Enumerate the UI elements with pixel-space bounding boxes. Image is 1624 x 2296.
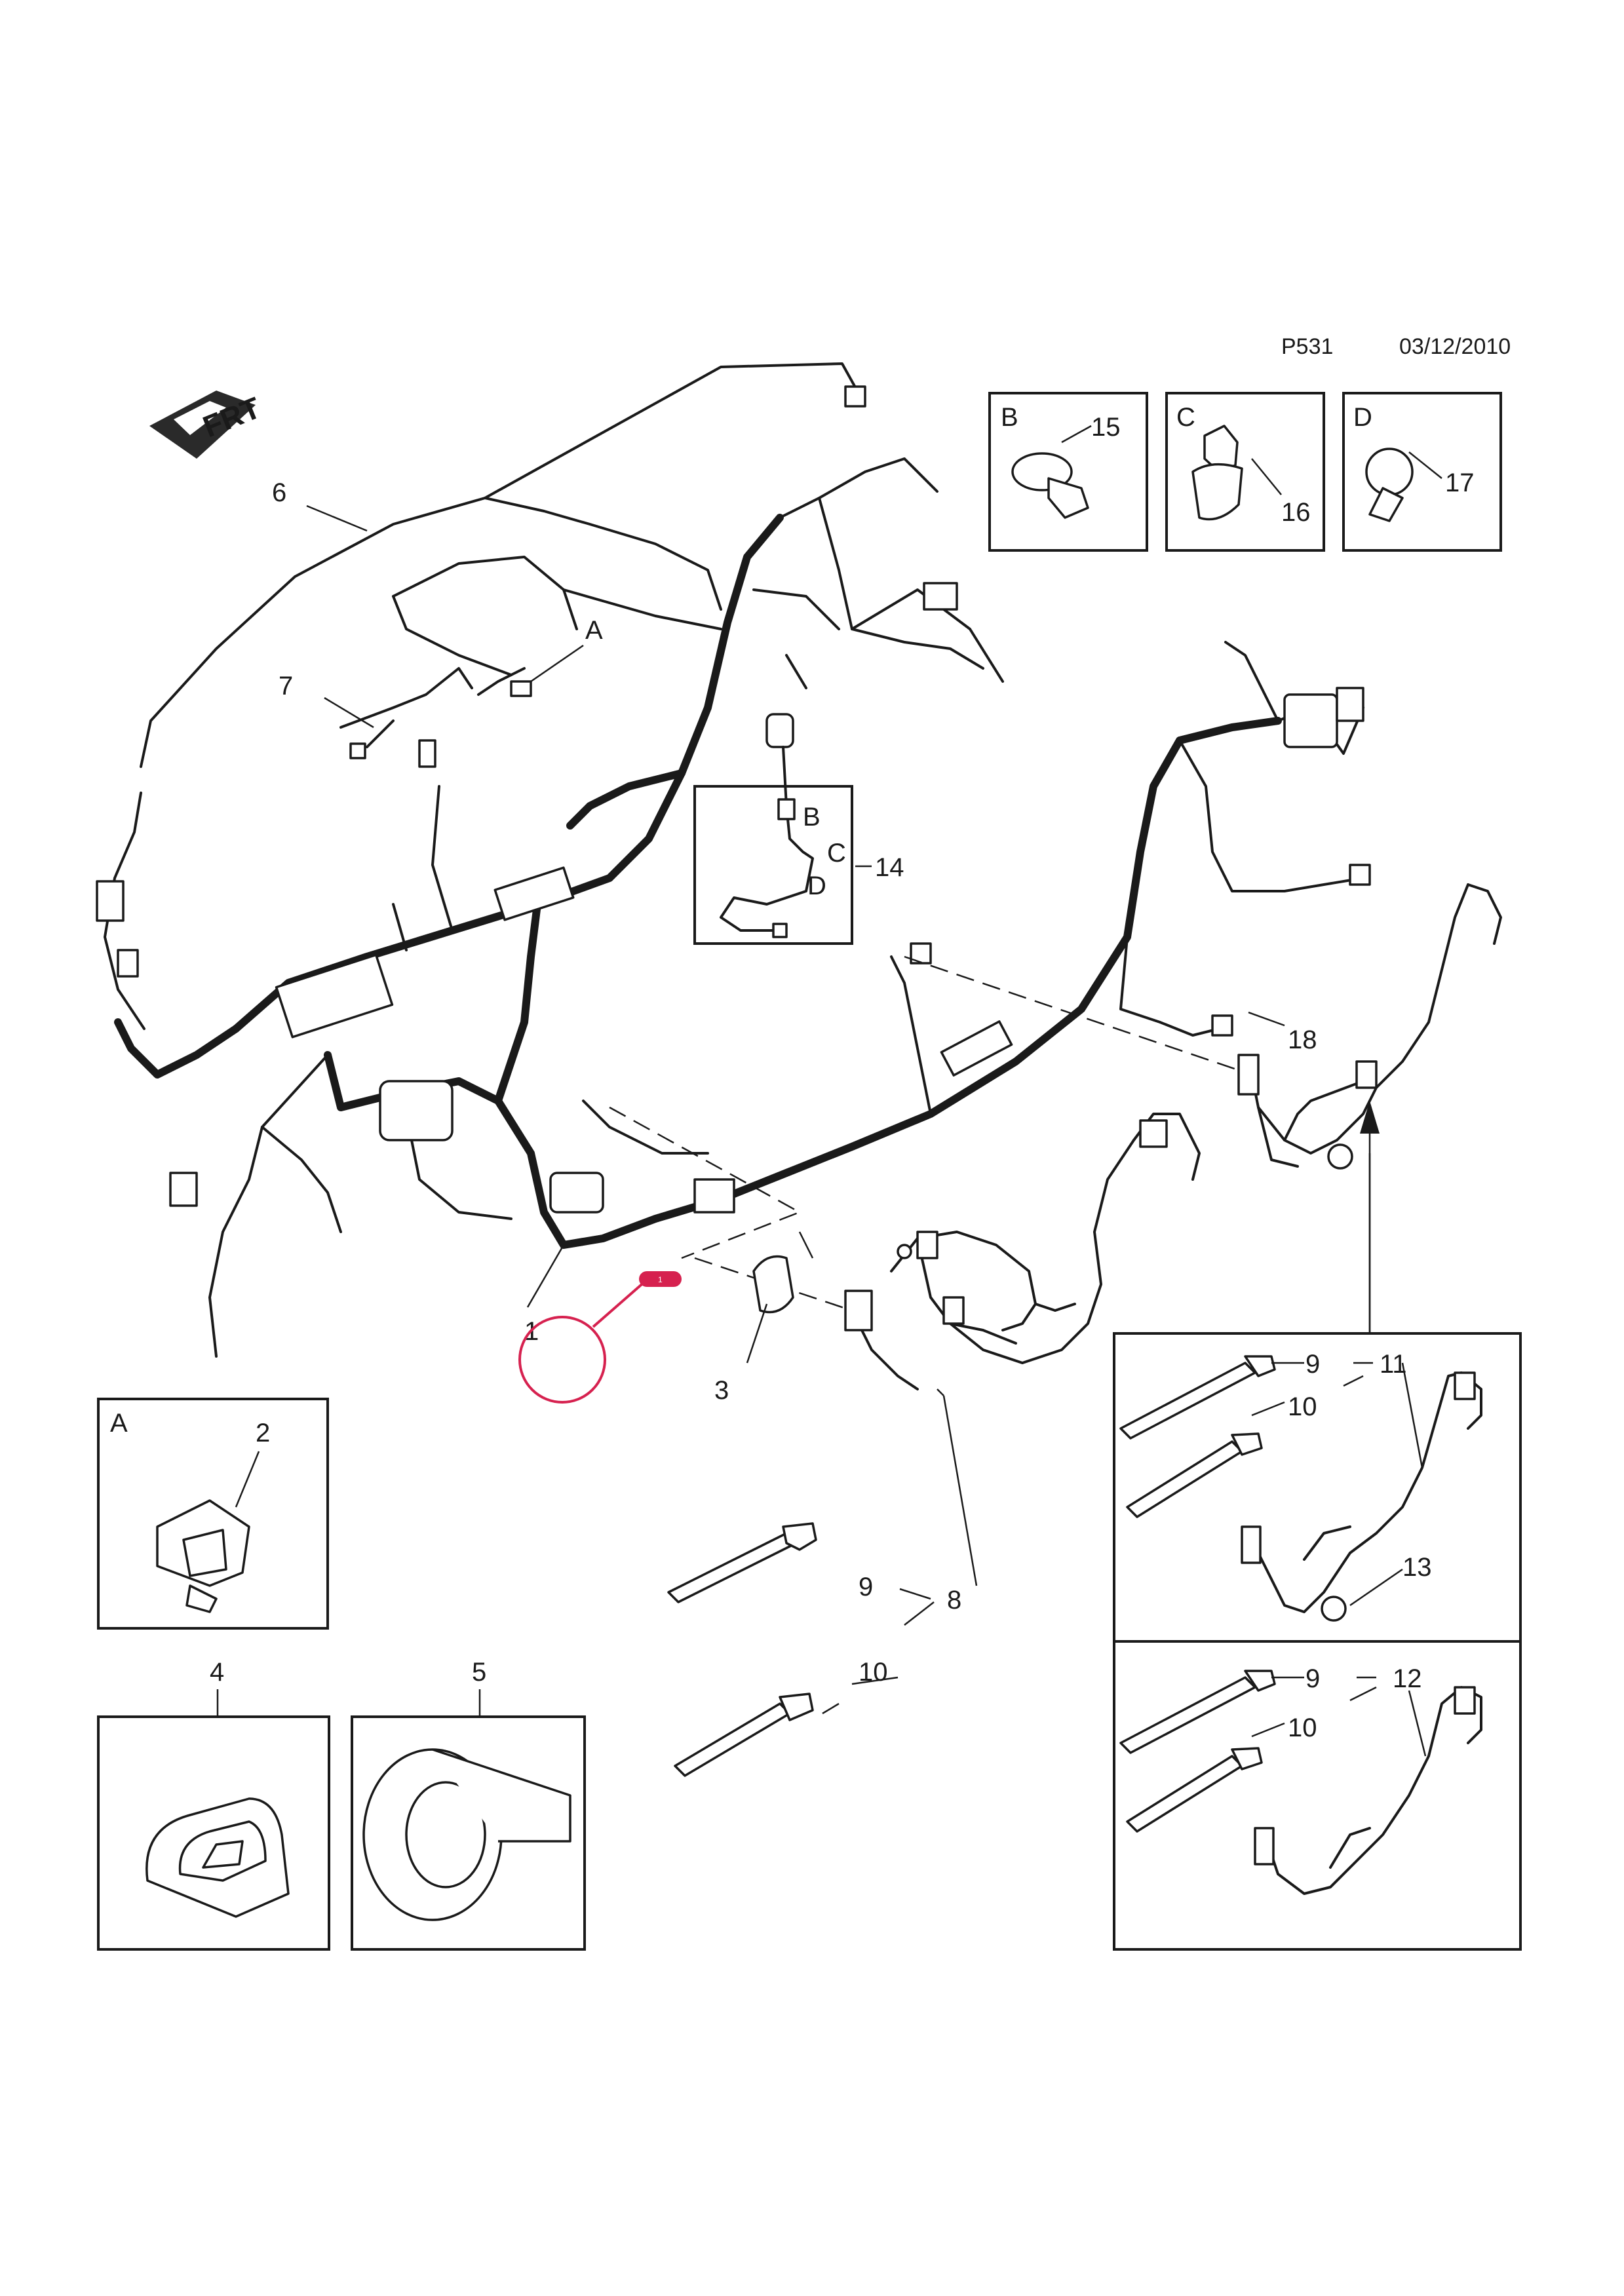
- detail-box-A: A 2: [97, 1398, 329, 1630]
- detail-box-A-part: 2: [256, 1419, 270, 1447]
- detail-box-C: C 16: [1165, 392, 1325, 552]
- inset-11: 9 10 11 13: [1113, 1101, 1522, 1643]
- callout-7: 7: [279, 672, 293, 700]
- tape-box-5-number: 5: [472, 1658, 486, 1687]
- inset-12: 9 10 12: [1113, 1640, 1522, 1951]
- inset-11-tie-10: 10: [1288, 1392, 1317, 1421]
- tape-box-4-number: 4: [210, 1658, 224, 1687]
- detail-box-A-letter: A: [110, 1409, 128, 1438]
- callout-3: 3: [714, 1376, 729, 1405]
- detail-box-C-letter: C: [1176, 403, 1195, 432]
- tape-roll-flat-icon: [145, 1797, 290, 1918]
- callout-9-loose: 9: [859, 1573, 873, 1601]
- roof-harness: [96, 362, 866, 1030]
- detail-box-C-part: 16: [1281, 498, 1311, 527]
- clip-17-icon: [1365, 448, 1414, 522]
- inset-14: B C D: [693, 746, 853, 945]
- diagram-code: P531: [1281, 334, 1333, 359]
- instrument-panel-harness: [114, 457, 1371, 1358]
- detail-box-D-part: 17: [1445, 469, 1475, 497]
- detail-box-B: B 15: [988, 392, 1148, 552]
- callout-8: 8: [947, 1586, 961, 1615]
- detail-box-B-part: 15: [1091, 413, 1121, 442]
- diagram-date: 03/12/2010: [1399, 334, 1511, 359]
- door-harness-8: [844, 1113, 1201, 1390]
- inset-11-clip-9: 9: [1305, 1350, 1320, 1379]
- inset-11-assembly-11: 11: [1380, 1350, 1407, 1379]
- loose-clip-9: [667, 1522, 817, 1603]
- grommet-3: [752, 1255, 794, 1314]
- callout-14: 14: [875, 853, 904, 882]
- clip-15-icon: [1011, 452, 1089, 519]
- inset-12-clip-9: 9: [1305, 1664, 1320, 1693]
- inset-12-tie-10: 10: [1288, 1713, 1317, 1742]
- tape-roll-round-icon: [362, 1748, 571, 1921]
- clip-16-icon: [1191, 425, 1243, 521]
- hotspot-callout-1[interactable]: 1: [518, 1271, 682, 1404]
- loose-tie-10: [674, 1693, 814, 1777]
- callout-18: 18: [1288, 1025, 1317, 1054]
- inset-12-assembly-12: 12: [1393, 1664, 1422, 1693]
- detail-box-D-letter: D: [1353, 403, 1372, 432]
- tape-box-5: 5: [351, 1658, 586, 1951]
- callout-10-loose: 10: [859, 1658, 888, 1687]
- leader-lines: [306, 505, 1285, 1715]
- callout-6: 6: [272, 478, 286, 507]
- detail-box-D: D 17: [1342, 392, 1502, 552]
- callout-A-point: A: [585, 616, 603, 645]
- detail-box-B-letter: B: [1001, 403, 1018, 432]
- front-direction-arrow-icon: FRT: [149, 391, 265, 459]
- inset-14-point-D: D: [807, 871, 826, 900]
- hotspot-badge-text: 1: [658, 1275, 663, 1284]
- inset-14-point-C: C: [827, 839, 846, 868]
- inset-14-point-B: B: [803, 803, 821, 832]
- clip-2-icon: [156, 1499, 250, 1613]
- sub-harness-7: [339, 667, 532, 768]
- inset-11-grommet-13: 13: [1402, 1553, 1432, 1582]
- tape-box-4: 4: [97, 1658, 330, 1951]
